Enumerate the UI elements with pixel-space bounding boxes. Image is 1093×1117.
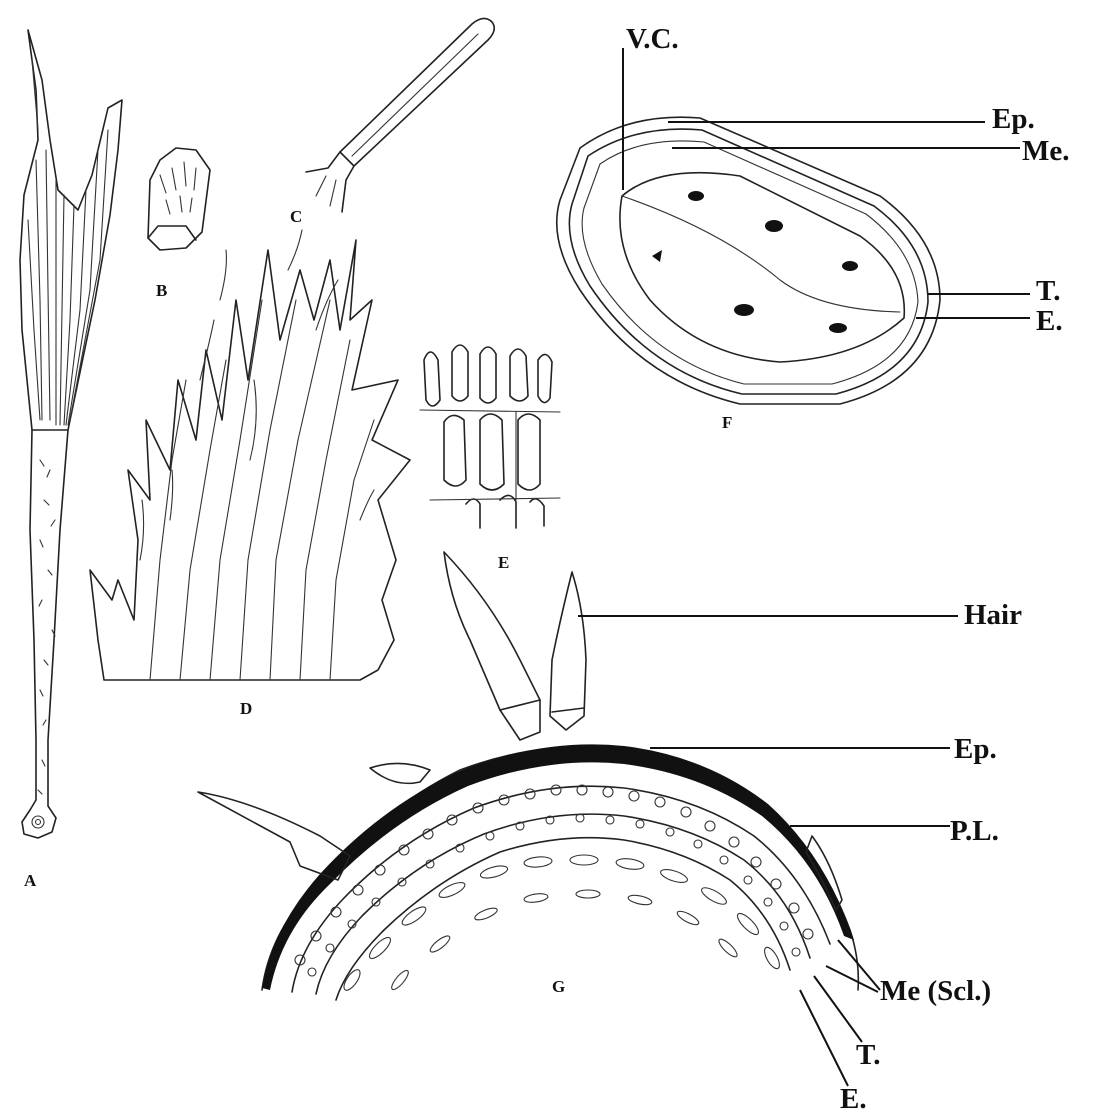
drawing-d: D	[90, 230, 410, 718]
label-panel-b: B	[156, 281, 167, 300]
callout-g-hair: Hair	[964, 599, 1022, 631]
pore-cells	[295, 785, 813, 976]
drawing-b: B	[148, 148, 210, 300]
drawing-a: A	[20, 30, 122, 890]
vascular-bundles	[652, 191, 858, 333]
callout-g-ep: Ep.	[954, 733, 997, 765]
label-panel-d: D	[240, 699, 252, 718]
callout-f-ep: Ep.	[992, 103, 1035, 135]
inner-cells	[341, 855, 782, 993]
label-panel-a: A	[24, 871, 37, 890]
callout-f-e: E.	[1036, 305, 1063, 337]
callout-g-t: T.	[856, 1039, 880, 1071]
label-panel-f: F	[722, 413, 732, 432]
label-panel-g: G	[552, 977, 565, 996]
hair-right	[550, 572, 586, 730]
drawing-e: E	[420, 345, 560, 572]
leader-g-e	[800, 990, 848, 1086]
hair-left	[444, 552, 540, 740]
callout-f-me: Me.	[1022, 135, 1070, 167]
label-panel-e: E	[498, 553, 509, 572]
drawing-c: C	[290, 18, 494, 226]
drawing-f: F V.C. Ep. Me. T. E.	[557, 23, 1070, 432]
callout-g-e: E.	[840, 1083, 867, 1115]
callout-g-pl: P.L.	[950, 815, 999, 847]
callout-f-t: T.	[1036, 275, 1060, 307]
callout-f-vc: V.C.	[626, 23, 679, 55]
drawing-g: G Hair Ep. P.L. Me (Scl.) T. E.	[198, 552, 1022, 1115]
callout-g-me: Me (Scl.)	[880, 975, 991, 1007]
label-panel-c: C	[290, 207, 302, 226]
